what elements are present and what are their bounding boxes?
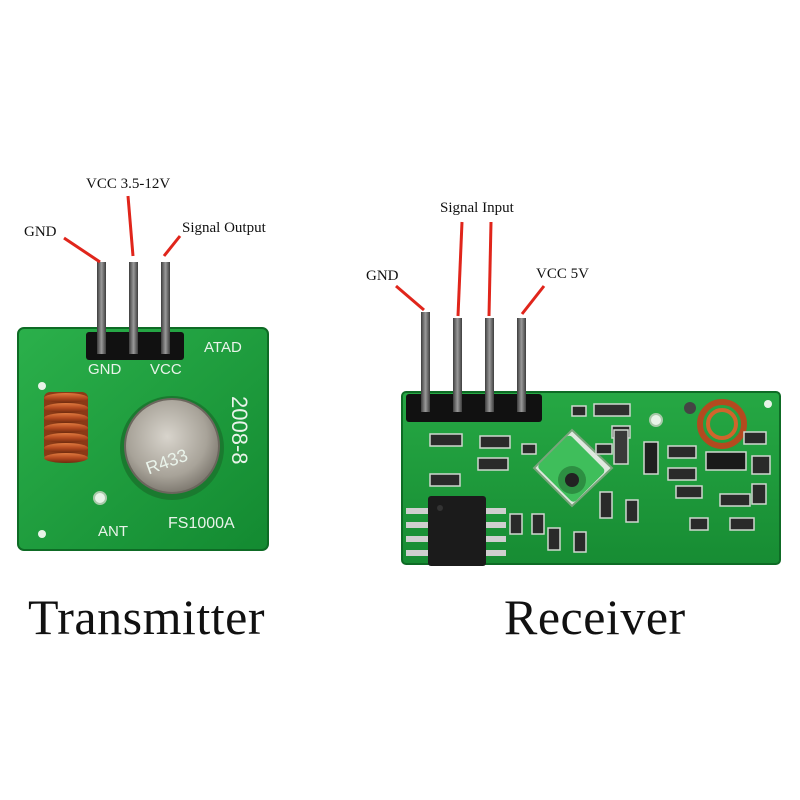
transmitter-label-gnd: GND (24, 224, 57, 240)
receiver-pin-gnd (421, 312, 430, 412)
receiver-module: GND Signal Input VCC 5V (366, 200, 781, 566)
silkscreen-model: FS1000A (168, 515, 235, 532)
trimmer-potentiometer-icon (532, 428, 614, 508)
leader-line-signal-2 (487, 221, 493, 317)
receiver-label-signal: Signal Input (440, 200, 515, 216)
silkscreen-vcc: VCC (150, 361, 182, 378)
silkscreen-gnd: GND (88, 361, 122, 378)
smd-components (429, 403, 771, 553)
receiver-coil-icon (684, 399, 747, 449)
mounting-hole (38, 382, 46, 390)
mounting-hole (764, 400, 772, 408)
receiver-pin-header (406, 394, 542, 422)
leader-line-signal-1 (456, 221, 464, 317)
transmitter-caption: Transmitter (28, 589, 265, 645)
mounting-hole (38, 530, 46, 538)
silkscreen-atad: ATAD (204, 339, 242, 356)
mounting-hole (649, 413, 663, 427)
transmitter-label-signal: Signal Output (182, 220, 267, 236)
leader-line-signal (162, 235, 182, 257)
receiver-caption: Receiver (504, 589, 686, 645)
transmitter-pin-vcc (129, 262, 138, 354)
transmitter-pin-signal (161, 262, 170, 354)
receiver-label-gnd: GND (366, 268, 399, 284)
leader-line-vcc (126, 195, 135, 257)
receiver-pin-signal-2 (485, 318, 494, 412)
receiver-pin-signal-1 (453, 318, 462, 412)
leader-line-gnd (395, 284, 425, 312)
crystal-resonator-icon: R433 (120, 396, 224, 500)
leader-line-gnd (63, 236, 101, 264)
antenna-coil-icon (44, 392, 88, 463)
transmitter-module: R433 GND VCC ATAD 2008-8 FS1000A ANT GND… (17, 176, 269, 551)
leader-line-vcc (520, 285, 546, 315)
ic-chip-icon (406, 496, 506, 566)
receiver-label-vcc: VCC 5V (536, 266, 589, 282)
mounting-hole (93, 491, 107, 505)
silkscreen-ant: ANT (98, 523, 128, 540)
transmitter-pin-gnd (97, 262, 106, 354)
receiver-pin-vcc (517, 318, 526, 412)
silkscreen-date: 2008-8 (227, 396, 252, 465)
transmitter-label-vcc: VCC 3.5-12V (86, 176, 170, 192)
